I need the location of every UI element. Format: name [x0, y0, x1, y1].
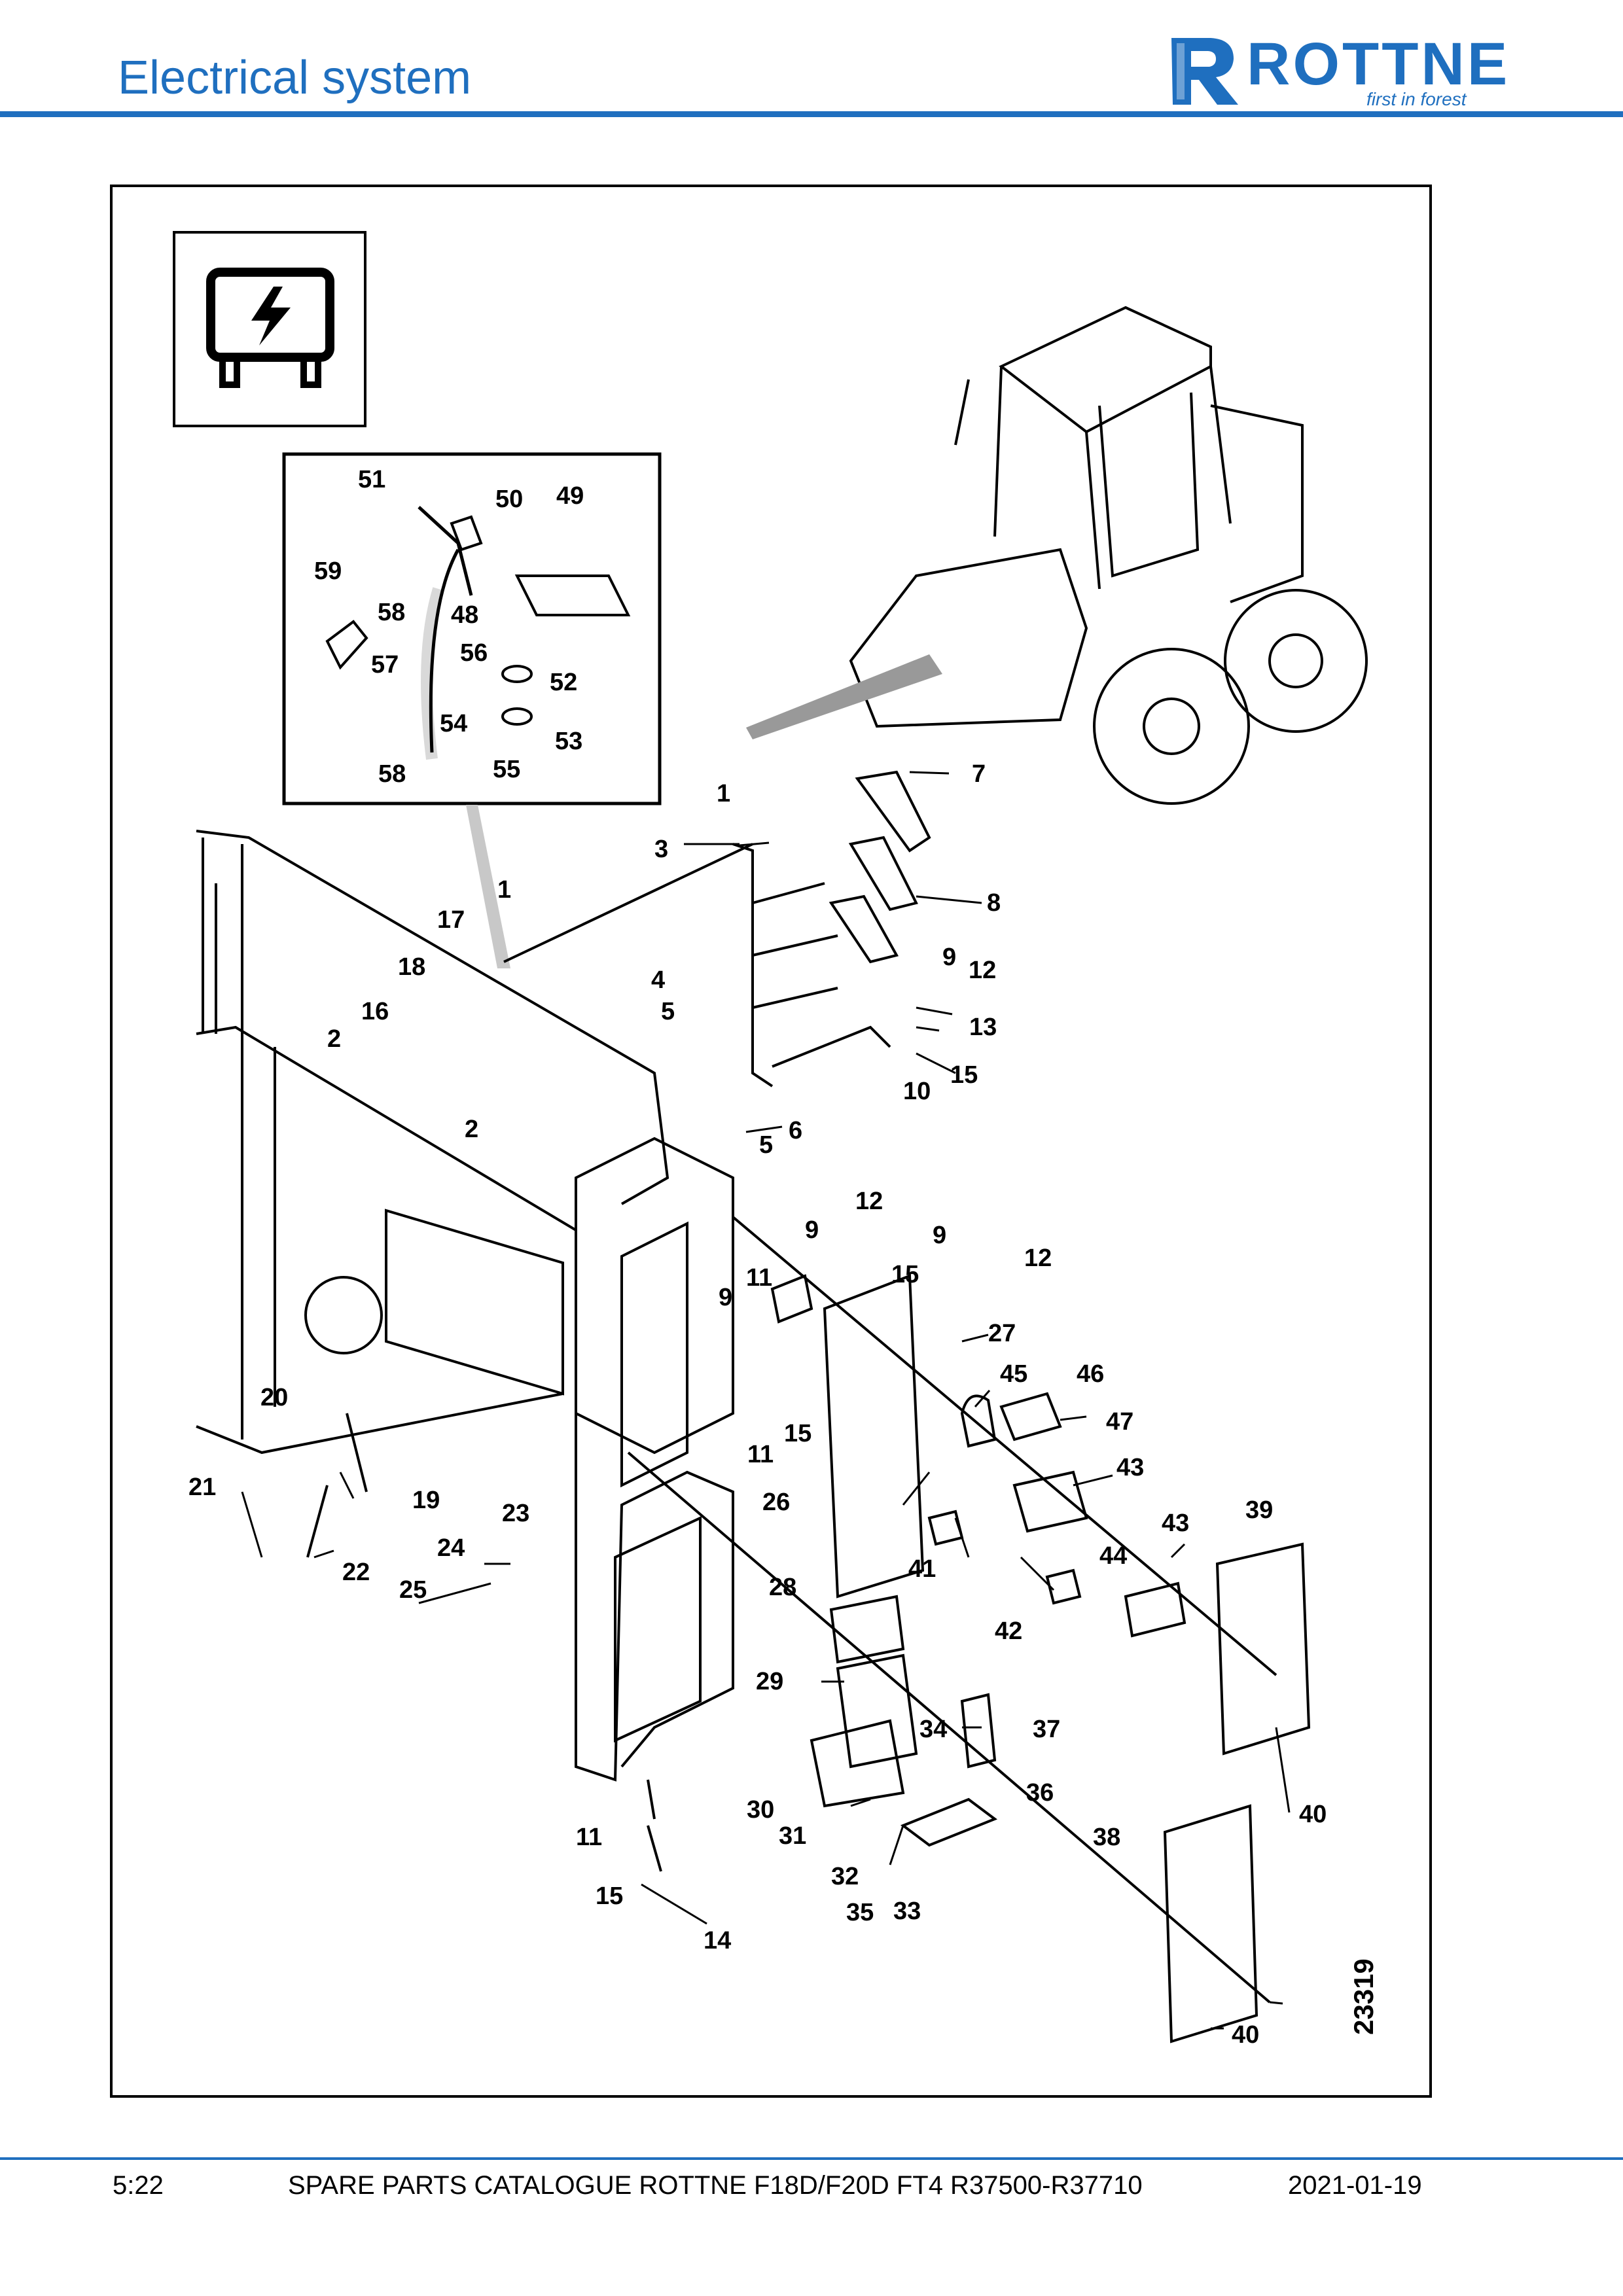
callout: 42 [995, 1617, 1022, 1645]
callout: 16 [361, 998, 389, 1025]
callout: 8 [987, 889, 1001, 917]
callout: 53 [555, 728, 582, 755]
callout: 43 [1162, 1510, 1189, 1537]
callout: 57 [371, 651, 399, 679]
page-number: 5:22 [113, 2171, 164, 2200]
callout-labels: 51 50 49 59 58 48 56 57 52 54 53 55 58 7… [188, 466, 1379, 2049]
callout: 20 [260, 1384, 288, 1411]
callout: 40 [1299, 1801, 1327, 1828]
detail-pointer [746, 654, 942, 739]
callout: 41 [908, 1555, 936, 1583]
callout: 58 [378, 760, 406, 788]
callout: 15 [596, 1882, 623, 1910]
callout: 6 [789, 1117, 802, 1144]
callout: 24 [437, 1534, 465, 1562]
callout: 21 [188, 1474, 216, 1501]
callout: 54 [440, 710, 467, 737]
callout: 30 [747, 1796, 774, 1824]
callout: 12 [1024, 1245, 1052, 1272]
callout: 11 [747, 1441, 774, 1468]
forwarder-machine-illustration [849, 306, 1368, 805]
callout: 49 [556, 482, 584, 510]
callout: 26 [762, 1489, 790, 1516]
publication-date: 2021-01-19 [1288, 2171, 1422, 2200]
callout: 9 [942, 944, 956, 971]
callout: 14 [704, 1927, 731, 1954]
callout: 9 [933, 1222, 946, 1249]
catalogue-title: SPARE PARTS CATALOGUE ROTTNE F18D/F20D F… [288, 2171, 1143, 2200]
callout: 33 [893, 1898, 921, 1925]
callout: 43 [1116, 1454, 1144, 1481]
callout: 1 [717, 780, 730, 807]
callout: 7 [972, 760, 986, 788]
callout: 51 [358, 466, 385, 493]
callout: 23 [502, 1500, 529, 1527]
callout: 56 [460, 639, 488, 667]
callout: 36 [1026, 1779, 1054, 1807]
callout: 3 [654, 836, 668, 863]
page-title: Electrical system [118, 52, 472, 104]
electrical-fuse-icon [173, 231, 366, 427]
callout: 40 [1232, 2021, 1259, 2049]
callout: 12 [855, 1188, 883, 1215]
rottne-emblem-icon [1171, 38, 1238, 105]
callout: 52 [550, 669, 577, 696]
callout: 15 [784, 1420, 812, 1447]
callout: 27 [988, 1320, 1016, 1347]
callout: 58 [378, 599, 405, 626]
callout: 48 [451, 601, 478, 629]
callout: 55 [493, 756, 520, 783]
callout: 39 [1245, 1496, 1273, 1524]
leader-lines [241, 771, 1291, 2030]
brand-logo: ROTTNE first in forest [1165, 31, 1518, 110]
callout: 12 [969, 957, 996, 984]
callout: 11 [746, 1264, 772, 1292]
callout: 4 [651, 966, 665, 994]
callout: 37 [1033, 1716, 1060, 1743]
callout: 29 [756, 1668, 783, 1695]
callout: 9 [719, 1284, 732, 1311]
callout: 31 [779, 1822, 806, 1850]
footer-divider [0, 2157, 1623, 2160]
callout: 2 [327, 1025, 341, 1053]
callout: 25 [399, 1576, 427, 1604]
callout: 2 [465, 1116, 478, 1143]
callout: 13 [969, 1014, 997, 1041]
cab-frame-structure [196, 830, 1277, 2004]
callout: 44 [1099, 1542, 1127, 1570]
callout: 18 [398, 953, 425, 981]
detail-inset [282, 452, 662, 805]
callout: 10 [903, 1078, 931, 1105]
callout: 32 [831, 1863, 859, 1890]
diagram-frame [110, 185, 1432, 2098]
callout: 15 [950, 1061, 978, 1089]
logo-tagline: first in forest [1366, 89, 1467, 109]
callout: 47 [1106, 1408, 1133, 1436]
callout: 1 [497, 876, 511, 904]
relay-bracket-assembly [732, 770, 931, 1087]
figure-id: 23319 [1348, 1958, 1379, 2035]
callout: 38 [1093, 1824, 1120, 1851]
callout: 11 [576, 1824, 602, 1851]
callout: 28 [769, 1574, 796, 1601]
callout: 5 [661, 998, 675, 1025]
callout: 9 [805, 1216, 819, 1244]
electrical-panel-components [647, 1274, 1311, 2043]
callout: 46 [1077, 1360, 1104, 1388]
callout: 34 [919, 1716, 947, 1743]
callout: 19 [412, 1487, 440, 1514]
callout: 22 [342, 1559, 370, 1586]
callout: 15 [891, 1261, 919, 1288]
callout: 35 [846, 1899, 874, 1926]
inset-projection [466, 805, 510, 968]
callout: 45 [1000, 1360, 1027, 1388]
callout: 59 [314, 557, 342, 585]
callout: 50 [495, 486, 523, 513]
header-divider [0, 111, 1623, 117]
callout: 5 [759, 1131, 773, 1159]
logo-wordmark: ROTTNE [1247, 31, 1510, 97]
callout: 17 [437, 906, 465, 934]
